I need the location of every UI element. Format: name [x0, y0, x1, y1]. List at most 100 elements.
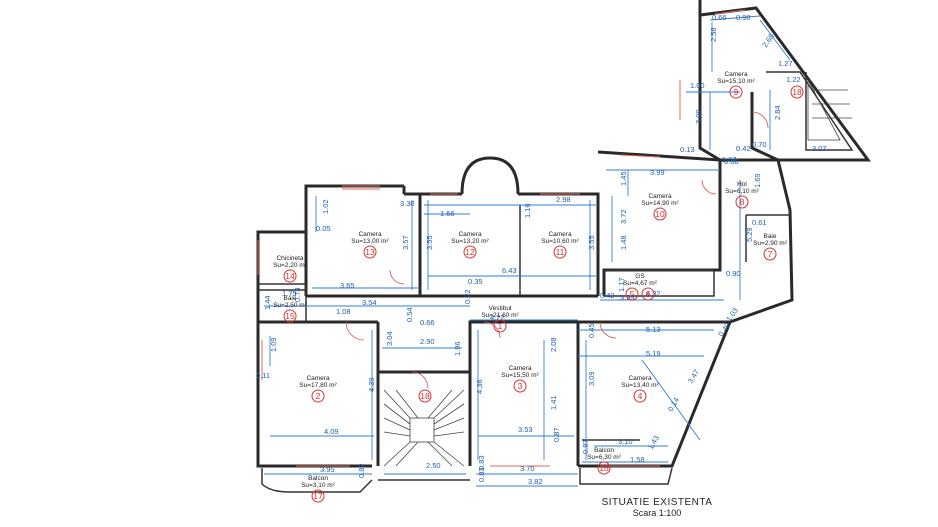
dimension-label: 1.16	[523, 203, 532, 218]
room-name: Camera	[548, 231, 572, 238]
dimension-label: 3.10	[618, 437, 633, 446]
dimension-label: 0.83	[477, 467, 486, 482]
room-number-circle	[493, 319, 507, 333]
room-number: 16	[599, 463, 609, 473]
dimension-label: 3.55	[425, 235, 434, 250]
room-number-circle	[283, 269, 297, 283]
dimension-label: 1.43	[646, 434, 661, 451]
dimension-label: 3.30	[400, 199, 415, 208]
room-number-circle	[729, 85, 743, 99]
room-area: Su=13,40 m²	[621, 382, 659, 389]
room-number: 15	[285, 311, 295, 321]
dimension-label: 3.47	[686, 368, 701, 385]
room-number: 11	[556, 247, 565, 257]
dimension-label: 1.69	[753, 173, 762, 188]
room-number: 18	[792, 87, 802, 97]
dimension-label: 1.45	[619, 171, 628, 186]
dimension-label: 5.19	[646, 349, 661, 358]
room-number-circle	[311, 489, 325, 503]
dimension-label: 4.36	[475, 379, 484, 394]
dimension-label: 3.04	[385, 331, 394, 346]
dimension-label: 0.83	[477, 455, 486, 470]
dimension-label: 6.43	[502, 266, 517, 275]
dimension-label: 1.41	[549, 395, 558, 410]
room-number-circle	[633, 389, 647, 403]
room-area: Su=6,30 m²	[587, 454, 622, 461]
dimension-label: 1.96	[453, 341, 462, 356]
staircase	[383, 79, 852, 467]
room-name: Camera	[648, 193, 672, 200]
dimension-label: 3.65	[340, 281, 355, 290]
dimension-label: 3.99	[650, 168, 665, 177]
dimension-label: 3.70	[520, 464, 535, 473]
room-number-circle	[597, 461, 611, 475]
room-name: Camera	[358, 231, 382, 238]
drawing-caption: SITUATIE EXISTENTA Scara 1:100	[582, 497, 732, 518]
room-area: Su=17,80 m²	[299, 382, 337, 389]
dimension-label: 0.35	[468, 277, 483, 286]
room-label-r18b: 18	[790, 85, 804, 99]
dimension-label: 1.00	[690, 81, 705, 90]
dimension-label: 5.13	[646, 325, 661, 334]
dimension-label: 0.66	[712, 13, 727, 22]
room-area: Su=4,67 m²	[623, 280, 658, 287]
room-label-r18a: 18	[418, 389, 432, 403]
room-number: 18	[420, 391, 430, 401]
dimension-label: 3.07	[812, 144, 827, 153]
room-number: 12	[465, 247, 475, 257]
room-name: Vestibul	[489, 305, 512, 312]
dimension-label: 0.98	[736, 13, 751, 22]
room-number-circle	[513, 379, 527, 393]
room-number: 17	[313, 491, 323, 501]
dimension-label: 1.27	[778, 59, 793, 68]
dimension-label: 1.66	[440, 209, 455, 218]
room-number-circle	[418, 389, 432, 403]
room-name: GS	[635, 273, 645, 280]
dimension-label: 3.95	[320, 465, 335, 474]
room-number: 14	[285, 271, 295, 281]
dimension-label: 0.42	[600, 291, 615, 300]
dimension-label: 0.66	[420, 318, 435, 327]
dimension-label: 3.82	[528, 477, 543, 486]
dimension-label: 2.58	[709, 27, 718, 42]
dimension-label: 1.09	[269, 337, 278, 352]
room-number-circle	[553, 245, 567, 259]
room-name: Camera	[628, 375, 652, 382]
dimension-label: 2.84	[773, 105, 782, 120]
dimension-label: 0.13	[680, 145, 695, 154]
room-number: 10	[655, 209, 665, 219]
room-number: 13	[365, 247, 375, 257]
windows	[257, 9, 746, 467]
room-number-circle	[283, 309, 297, 323]
dimension-label: 1.22	[786, 75, 801, 84]
room-area: Su=21,60 m²	[481, 312, 519, 319]
dimension-label: 1.02	[321, 199, 330, 214]
dimension-label: 0.08	[724, 157, 739, 166]
dimension-label: 0.70	[752, 140, 767, 149]
dimension-label: 2.98	[556, 195, 571, 204]
room-area: Su=6,10 m²	[725, 188, 760, 195]
dimension-label: 1.48	[619, 235, 628, 250]
room-number: 8	[740, 197, 745, 207]
dimension-label: 3.54	[362, 298, 377, 307]
room-name: Balcon	[308, 475, 328, 482]
dimension-label: 1.08	[336, 307, 351, 316]
room-number: 3	[518, 381, 523, 391]
room-number: 4	[638, 391, 643, 401]
dimension-label: 0.87	[552, 427, 561, 442]
dimension-label: 2.90	[420, 337, 435, 346]
room-number-circle	[463, 245, 477, 259]
dimension-label: 4.09	[324, 427, 339, 436]
dimension-label: 3.57	[401, 235, 410, 250]
